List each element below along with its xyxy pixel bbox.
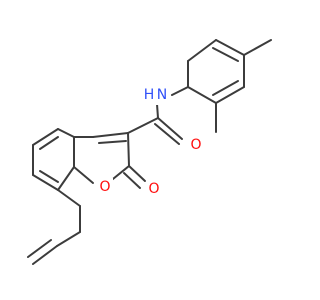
bond (128, 165, 146, 182)
label-background (187, 136, 204, 154)
bond (243, 39, 272, 56)
amide-carbonyl-oxygen-label: O (190, 137, 201, 153)
bond (215, 86, 245, 104)
bond (32, 128, 59, 146)
bond (171, 86, 189, 96)
label-background (149, 86, 166, 105)
bond-lines (27, 39, 272, 265)
bond (73, 166, 94, 184)
lactone-carbonyl-oxygen-label: O (148, 181, 159, 197)
ring-oxygen-label: O (99, 179, 110, 195)
amide-hydrogen-label: H (144, 87, 155, 103)
amide-nitrogen-label: N (157, 87, 167, 103)
bond (57, 189, 81, 207)
bond (212, 80, 239, 96)
bond (127, 117, 159, 134)
bond (123, 172, 141, 189)
bond (27, 239, 52, 258)
bond (39, 170, 59, 183)
bond (32, 245, 58, 265)
bond (57, 128, 75, 138)
label-background (98, 178, 113, 196)
bond (156, 103, 159, 119)
bond (39, 136, 59, 150)
bond (215, 39, 245, 56)
bond (187, 86, 217, 104)
molecule-structure: H N O O O (27, 39, 272, 265)
bond (157, 117, 183, 140)
bond (56, 231, 81, 247)
bond (154, 123, 180, 145)
bond (92, 132, 129, 138)
bond (127, 132, 130, 167)
bond (212, 47, 239, 62)
bond (32, 174, 59, 191)
label-background (146, 180, 162, 198)
atom-labels: H N O O O (98, 86, 204, 198)
bond (57, 166, 75, 191)
bond (98, 140, 127, 144)
bond (187, 39, 217, 62)
